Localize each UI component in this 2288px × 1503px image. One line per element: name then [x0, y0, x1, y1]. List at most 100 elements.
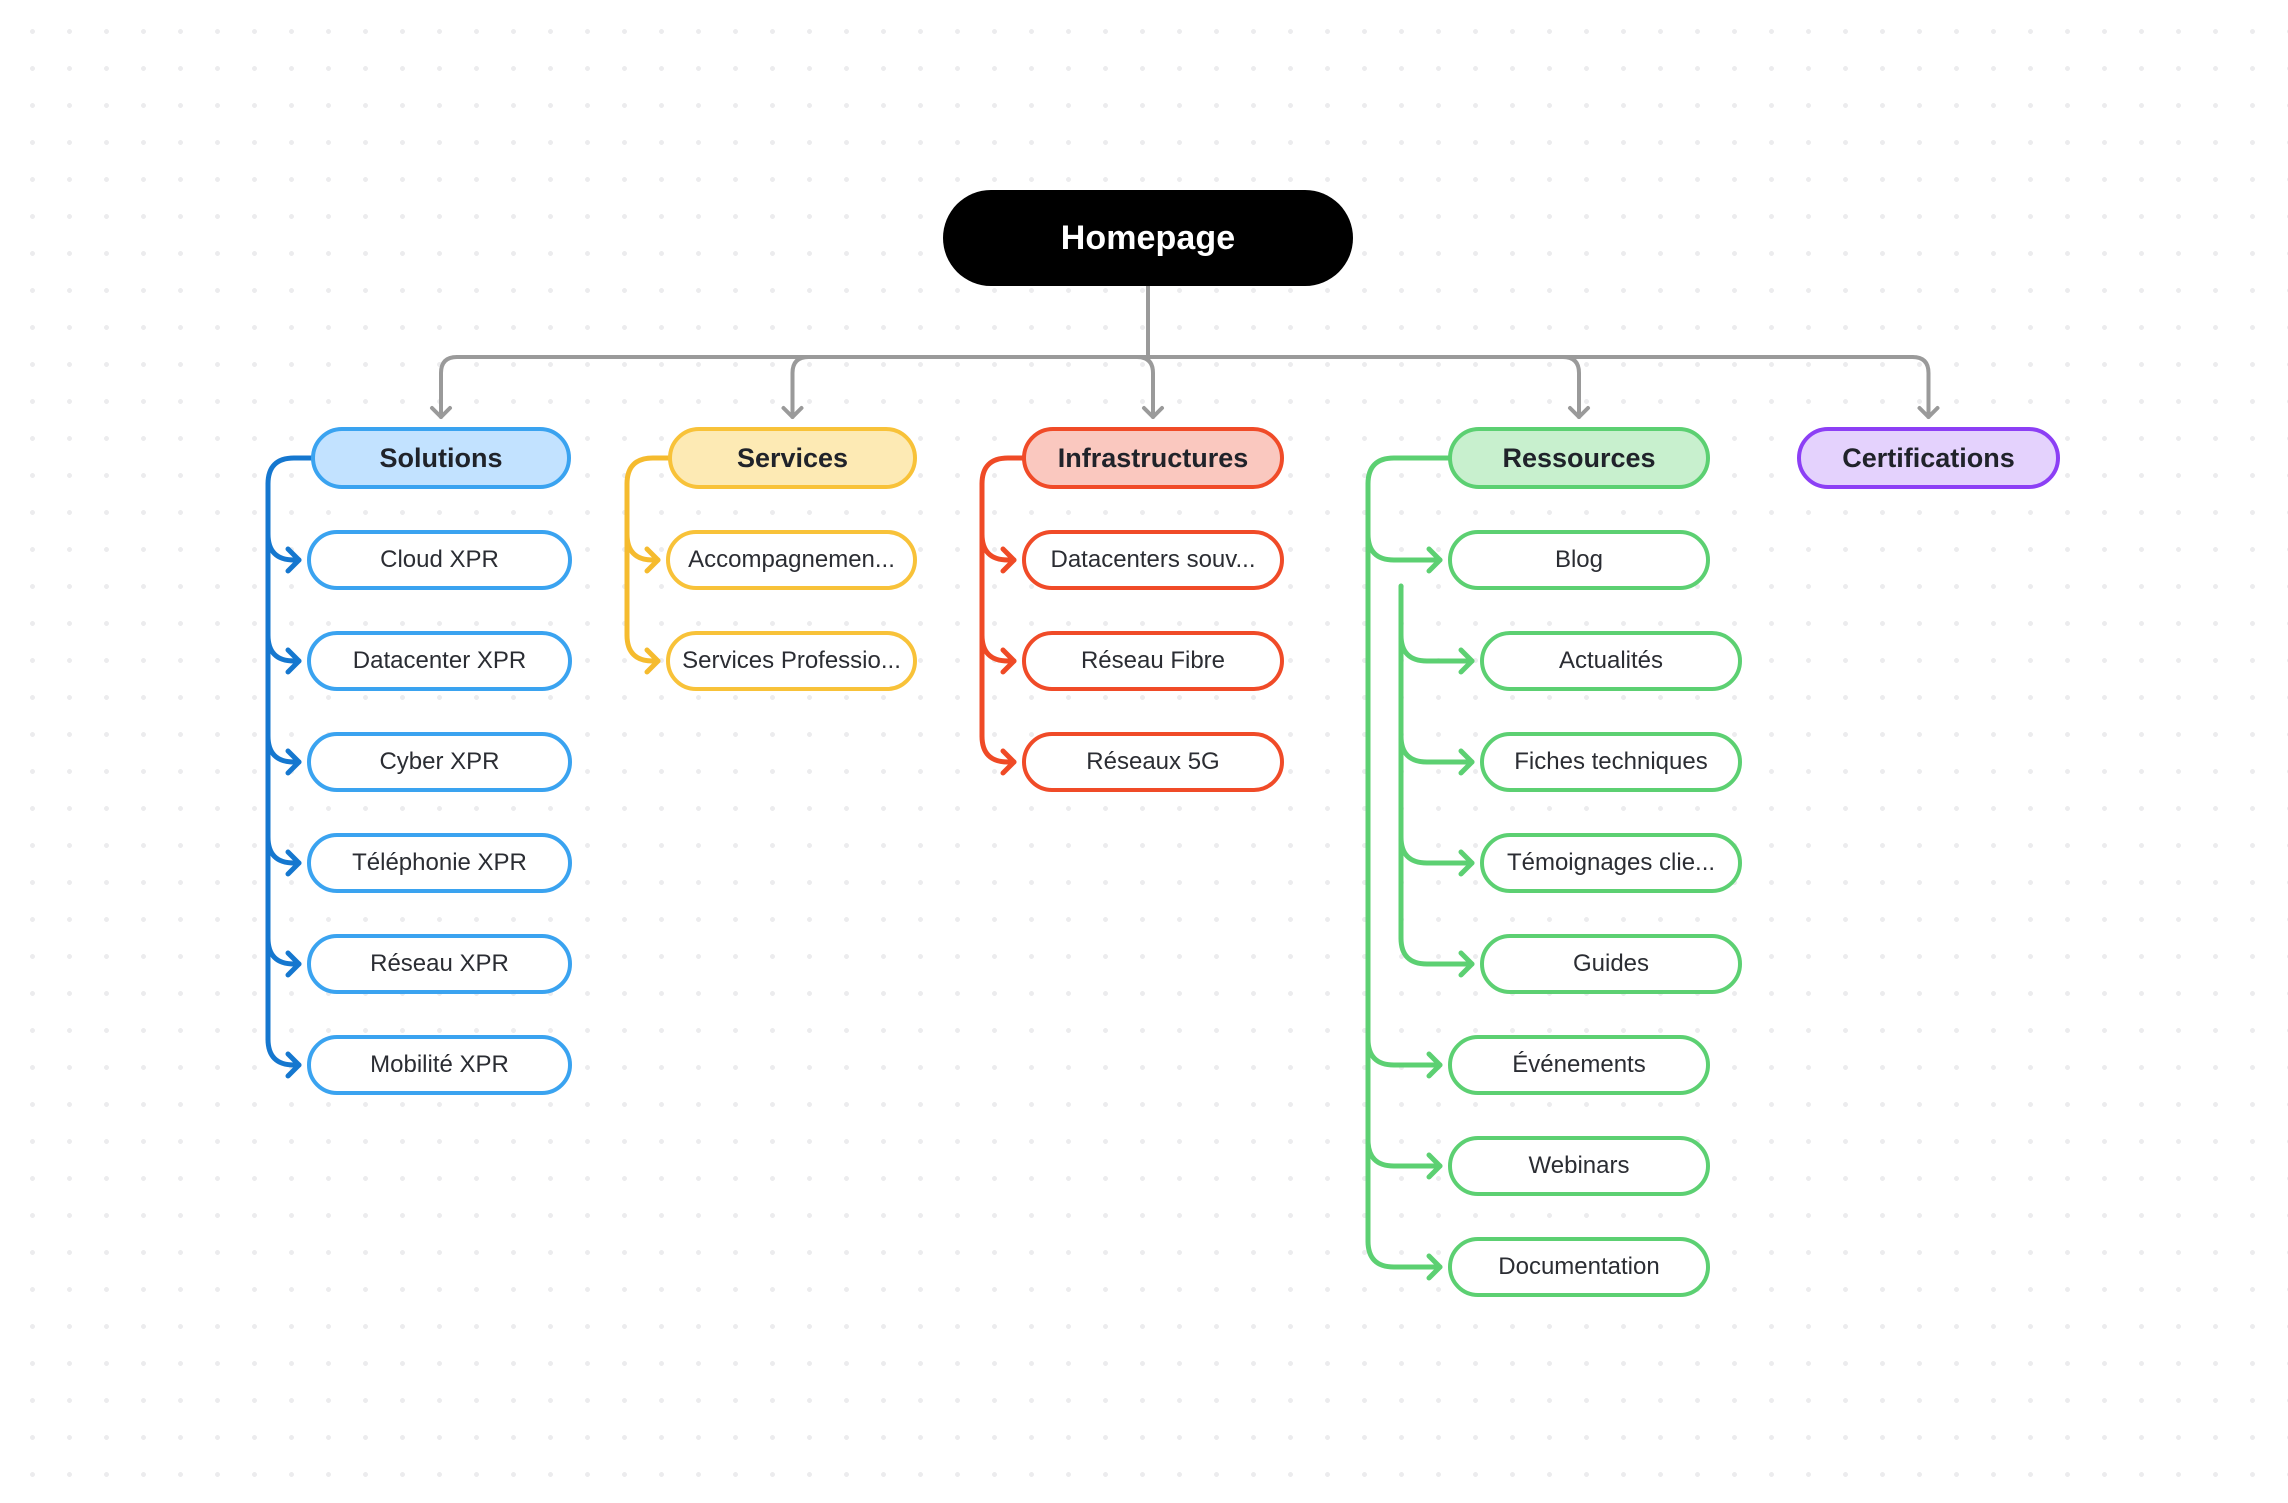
node-solutions-child-1[interactable]: Datacenter XPR [307, 631, 572, 691]
node-services-child-0[interactable]: Accompagnemen... [666, 530, 917, 590]
node-solutions-child-4-label: Réseau XPR [370, 950, 509, 977]
arrowhead-right [1458, 950, 1475, 978]
node-solutions-child-3-label: Téléphonie XPR [352, 849, 527, 876]
node-solutions-child-2[interactable]: Cyber XPR [307, 732, 572, 792]
connector-line [265, 834, 302, 866]
connector-line [624, 632, 661, 664]
node-infrastructures-child-2-label: Réseaux 5G [1086, 748, 1220, 775]
node-solutions-child-3[interactable]: Téléphonie XPR [307, 833, 572, 893]
node-ressources-child-3[interactable]: Témoignages clie... [1480, 833, 1742, 893]
connector-line [624, 531, 661, 563]
connector-line [979, 632, 1017, 664]
arrowhead-down [1142, 406, 1164, 419]
node-solutions-child-5[interactable]: Mobilité XPR [307, 1035, 572, 1095]
arrowhead-down [1917, 406, 1940, 419]
node-services-child-1[interactable]: Services Professio... [666, 631, 917, 691]
connector-line [265, 632, 302, 664]
connector-line [1135, 355, 1155, 419]
arrowhead-right [1458, 849, 1475, 877]
connector-line [265, 531, 302, 563]
node-category-services-label: Services [736, 442, 849, 473]
arrowhead-right [644, 546, 661, 574]
arrowhead-right [285, 849, 302, 877]
node-category-infrastructures-label: Infrastructures [1057, 442, 1249, 473]
arrowhead-down [430, 406, 452, 419]
connector-line [265, 455, 314, 487]
connector-line [1398, 632, 1475, 664]
node-services-child-0-label: Accompagnemen... [688, 546, 895, 573]
connector-line [439, 355, 459, 419]
node-solutions-child-5-label: Mobilité XPR [370, 1051, 509, 1078]
connector-line [1910, 355, 1931, 419]
arrowhead-right [285, 950, 302, 978]
node-category-infrastructures[interactable]: Infrastructures [1022, 427, 1284, 489]
node-solutions-child-0[interactable]: Cloud XPR [307, 530, 572, 590]
node-ressources-child-0-label: Blog [1554, 546, 1604, 573]
node-ressources-child-4[interactable]: Guides [1480, 934, 1742, 994]
connector-line [265, 1036, 302, 1068]
arrowhead-right [1000, 647, 1017, 675]
node-ressources-child-2-label: Fiches techniques [1514, 748, 1708, 775]
node-ressources-child-2[interactable]: Fiches techniques [1480, 732, 1742, 792]
node-ressources-child-7-label: Documentation [1498, 1253, 1660, 1280]
node-ressources-child-6-label: Webinars [1528, 1152, 1630, 1179]
node-ressources-child-4-label: Guides [1572, 950, 1650, 977]
node-category-solutions[interactable]: Solutions [311, 427, 571, 489]
connector-line [1365, 531, 1443, 563]
connector-line [979, 455, 1025, 487]
arrowhead-right [285, 546, 302, 574]
node-category-certifications-label: Certifications [1842, 442, 2015, 473]
node-ressources-child-1-label: Actualités [1558, 647, 1664, 674]
connector-line [1365, 1137, 1443, 1169]
connector-line [790, 355, 811, 419]
node-homepage[interactable]: Homepage [943, 190, 1353, 286]
connector-line [1398, 733, 1475, 765]
node-infrastructures-child-0[interactable]: Datacenters souv... [1022, 530, 1284, 590]
node-category-ressources[interactable]: Ressources [1448, 427, 1710, 489]
arrowhead-right [1458, 647, 1475, 675]
connector-line [265, 733, 302, 765]
connector-line [979, 531, 1017, 563]
connector-line [624, 455, 671, 487]
connector-line [1561, 355, 1581, 419]
node-solutions-child-0-label: Cloud XPR [380, 546, 499, 573]
connector-line [265, 935, 302, 967]
connector-line [1398, 935, 1475, 967]
arrowhead-right [644, 647, 661, 675]
node-ressources-child-6[interactable]: Webinars [1448, 1136, 1710, 1196]
node-ressources-child-7[interactable]: Documentation [1448, 1237, 1710, 1297]
connector-line [979, 733, 1017, 765]
arrowhead-right [1426, 1051, 1443, 1079]
node-ressources-child-3-label: Témoignages clie... [1506, 849, 1716, 876]
arrowhead-right [285, 748, 302, 776]
node-ressources-child-0[interactable]: Blog [1448, 530, 1710, 590]
node-category-services[interactable]: Services [668, 427, 917, 489]
connector-line [1365, 1238, 1443, 1270]
node-solutions-child-4[interactable]: Réseau XPR [307, 934, 572, 994]
node-category-certifications[interactable]: Certifications [1797, 427, 2060, 489]
arrowhead-right [1426, 1253, 1443, 1281]
node-ressources-child-1[interactable]: Actualités [1480, 631, 1742, 691]
node-ressources-child-5[interactable]: Événements [1448, 1035, 1710, 1095]
connector-line [1365, 1036, 1443, 1068]
connector-line [1398, 834, 1475, 866]
node-infrastructures-child-0-label: Datacenters souv... [1050, 546, 1256, 573]
arrowhead-right [1458, 748, 1475, 776]
arrowhead-right [285, 647, 302, 675]
node-solutions-child-1-label: Datacenter XPR [352, 647, 527, 674]
node-homepage-label: Homepage [1060, 218, 1236, 257]
node-infrastructures-child-1[interactable]: Réseau Fibre [1022, 631, 1284, 691]
node-infrastructures-child-2[interactable]: Réseaux 5G [1022, 732, 1284, 792]
arrowhead-down [1568, 406, 1590, 419]
arrowhead-right [1000, 748, 1017, 776]
arrowhead-right [285, 1051, 302, 1079]
node-services-child-1-label: Services Professio... [682, 647, 901, 674]
node-infrastructures-child-1-label: Réseau Fibre [1080, 647, 1226, 674]
connector-line [1365, 455, 1451, 487]
node-ressources-child-5-label: Événements [1512, 1051, 1646, 1078]
node-category-ressources-label: Ressources [1502, 442, 1656, 473]
arrowhead-down [781, 406, 804, 419]
arrowhead-right [1426, 546, 1443, 574]
node-solutions-child-2-label: Cyber XPR [379, 748, 500, 775]
